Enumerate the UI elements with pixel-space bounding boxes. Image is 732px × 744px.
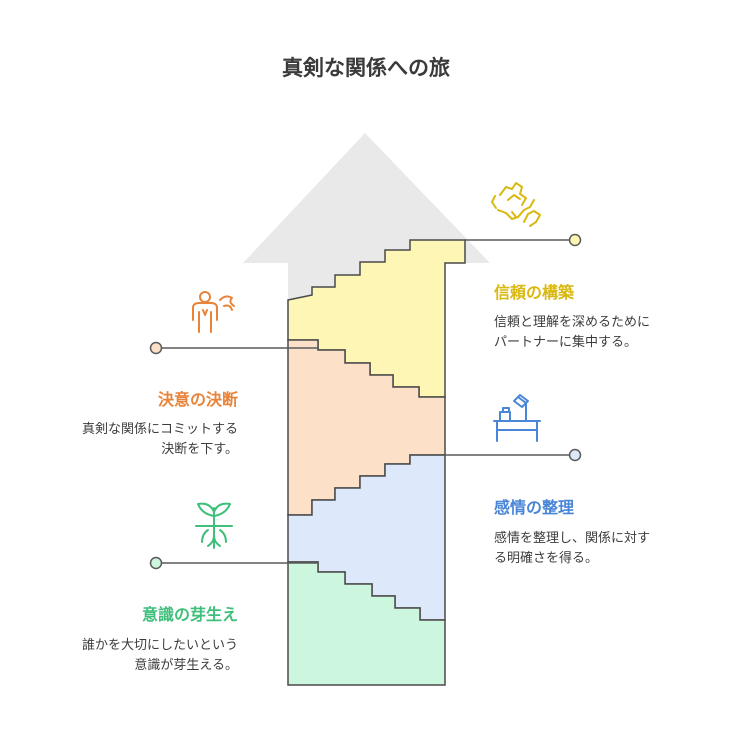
stage-desc-awareness: 誰かを大切にしたいという 意識が芽生える。 — [8, 636, 238, 676]
stage-desc-emotion-line2: る明確さを得る。 — [494, 551, 599, 566]
sprout-icon — [195, 502, 233, 549]
connector-dot-awareness — [149, 556, 163, 570]
person-speaking-icon — [192, 291, 235, 333]
desk-lamp-icon — [493, 394, 541, 442]
connector-dot-emotion — [568, 448, 582, 462]
band-awareness — [287, 561, 446, 686]
stage-desc-trust: 信頼と理解を深めるために パートナーに集中する。 — [494, 313, 724, 353]
stage-desc-decision-line2: 決断を下す。 — [161, 442, 238, 457]
stage-title-decision: 決意の決断 — [157, 390, 238, 409]
stage-title-trust: 信頼の構築 — [494, 283, 575, 302]
stage-desc-emotion-line1: 感情を整理し、関係に対す — [494, 531, 651, 546]
stage-desc-decision-line1: 真剣な関係にコミットする — [81, 422, 238, 437]
stage-desc-awareness-line1: 誰かを大切にしたいという — [81, 638, 238, 653]
stage-desc-trust-line1: 信頼と理解を深めるために — [494, 315, 651, 330]
page-title: 真剣な関係への旅 — [282, 56, 450, 80]
handshake-icon — [491, 182, 541, 227]
connector-dot-trust — [568, 233, 582, 247]
connector-dot-decision — [149, 341, 163, 355]
stage-desc-awareness-line2: 意識が芽生える。 — [134, 658, 238, 673]
stage-title-emotion: 感情の整理 — [494, 498, 575, 517]
stage-desc-trust-line2: パートナーに集中する。 — [494, 335, 638, 350]
stage-title-awareness: 意識の芽生え — [141, 605, 238, 624]
stage-desc-decision: 真剣な関係にコミットする 決断を下す。 — [8, 420, 238, 460]
stage-desc-emotion: 感情を整理し、関係に対す る明確さを得る。 — [494, 529, 724, 569]
